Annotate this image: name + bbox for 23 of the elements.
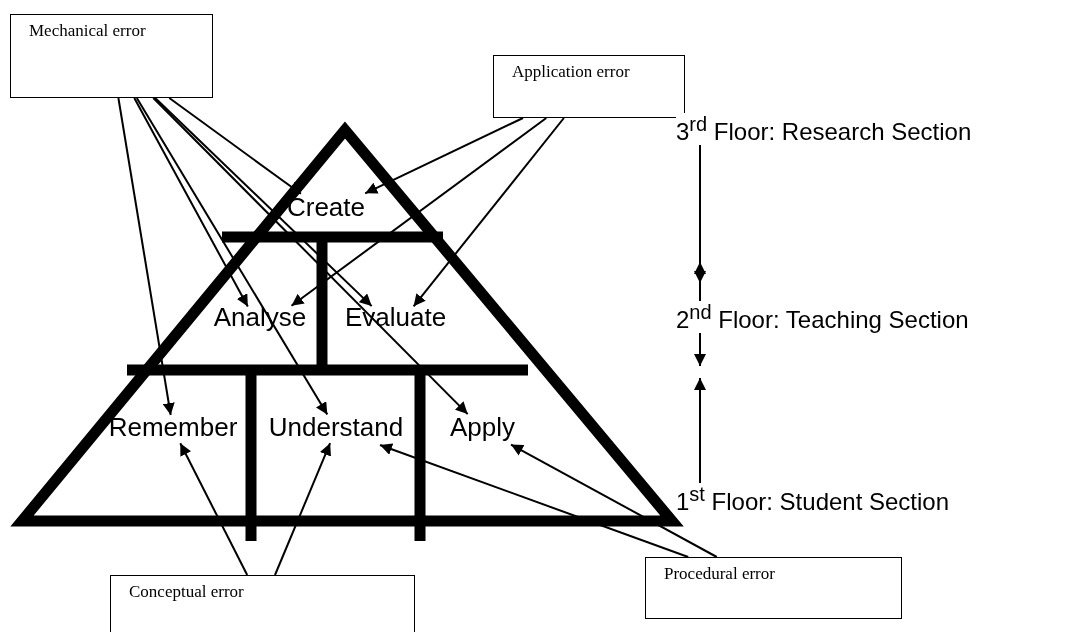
arrow — [168, 97, 302, 195]
arrow — [152, 97, 469, 416]
arrow — [510, 443, 718, 558]
arrow — [274, 442, 332, 576]
arrow — [290, 117, 548, 307]
arrow — [412, 117, 565, 308]
arrow — [133, 97, 249, 308]
error-type-box: Application error — [493, 55, 685, 118]
floor-label: 3$^{rd}$ Floor: Research Section — [676, 113, 972, 146]
arrow — [379, 443, 690, 558]
arrow — [117, 97, 175, 416]
error-type-box: Mechanical error — [10, 14, 213, 98]
floor-label: 2$^{nd}$ Floor: Teaching Section — [676, 301, 969, 334]
arrow — [154, 97, 373, 308]
level-label: Apply — [430, 412, 535, 446]
level-label: Create — [268, 192, 384, 232]
arrow — [364, 117, 524, 195]
arrow — [179, 442, 249, 576]
level-label: Remember — [100, 412, 246, 446]
error-type-box: Procedural error — [645, 557, 902, 619]
level-label: Understand — [258, 412, 414, 446]
arrow — [135, 97, 329, 416]
error-type-box: Conceptual error — [110, 575, 415, 632]
